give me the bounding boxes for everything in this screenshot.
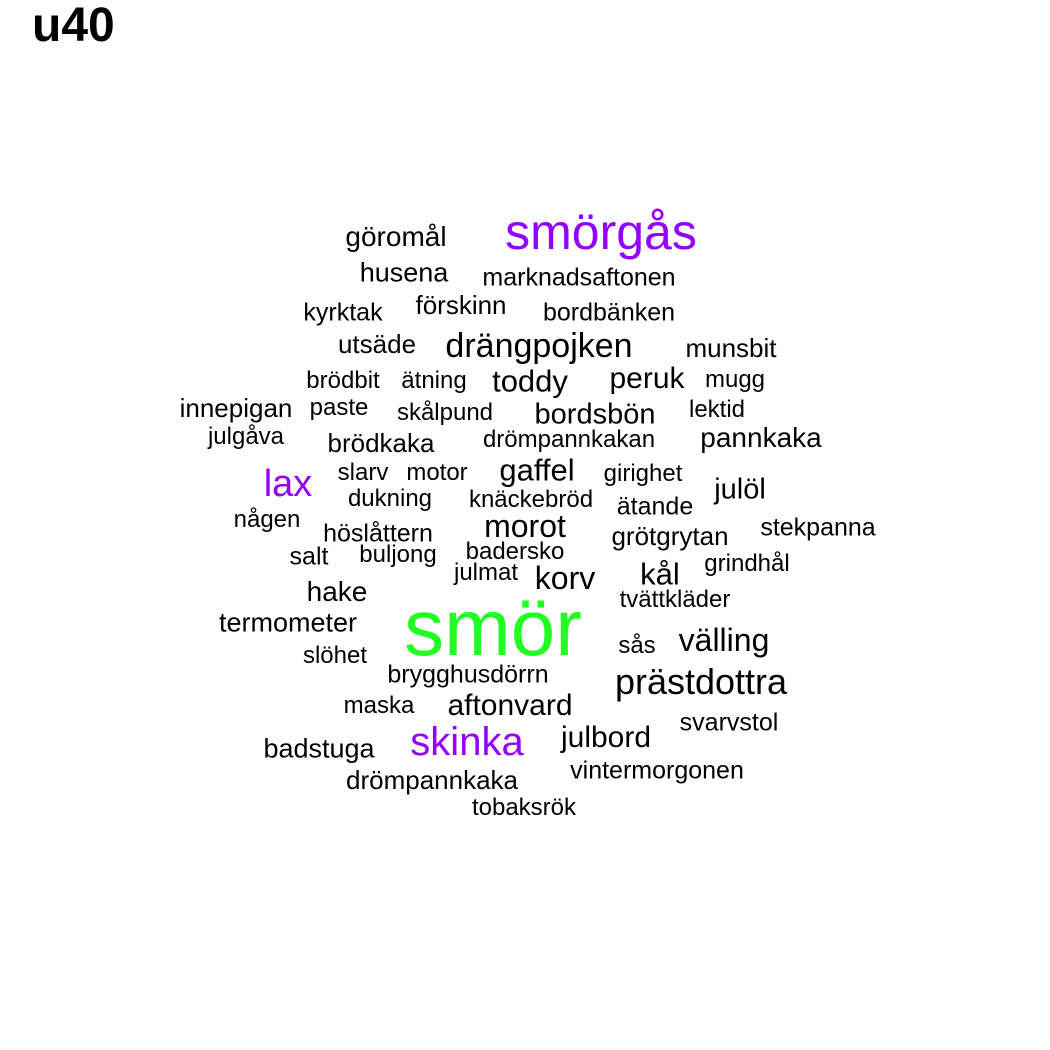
- cloud-word: drömpannkaka: [346, 765, 518, 795]
- cloud-word: toddy: [492, 363, 568, 399]
- cloud-word: julgåva: [207, 423, 285, 450]
- cloud-word: skinka: [410, 720, 524, 764]
- cloud-word: badstuga: [263, 733, 375, 764]
- cloud-word: maska: [343, 692, 415, 719]
- cloud-word: brödbit: [306, 367, 380, 394]
- cloud-word: smörgås: [505, 204, 697, 260]
- cloud-word: pannkaka: [700, 422, 822, 453]
- cloud-word: paste: [309, 394, 369, 421]
- cloud-word: höslåttern: [323, 519, 433, 548]
- cloud-word: brygghusdörrn: [387, 660, 549, 689]
- cloud-word: dukning: [347, 485, 433, 512]
- cloud-word: tobaksrök: [471, 794, 577, 821]
- cloud-word: marknadsaftonen: [482, 263, 676, 292]
- cloud-word: grindhål: [704, 550, 790, 577]
- cloud-word: lektid: [688, 396, 746, 423]
- cloud-word: julmat: [453, 559, 519, 586]
- cloud-word: motor: [406, 459, 468, 486]
- cloud-word: skålpund: [396, 399, 494, 426]
- cloud-word: drängpojken: [445, 327, 633, 365]
- cloud-word: prästdottra: [614, 661, 788, 702]
- cloud-word: brödkaka: [327, 428, 435, 458]
- cloud-word: knäckebröd: [468, 486, 594, 513]
- cloud-word: svarvstol: [679, 708, 779, 737]
- cloud-word: gaffel: [499, 452, 575, 488]
- cloud-word: sås: [618, 632, 656, 659]
- cloud-word: kål: [640, 556, 680, 592]
- cloud-word: korv: [534, 560, 596, 596]
- cloud-word: buljong: [359, 541, 437, 568]
- cloud-word: innepigan: [179, 393, 293, 423]
- cloud-word: drömpannkakan: [482, 426, 656, 453]
- cloud-word: slöhet: [302, 642, 368, 669]
- cloud-word: julöl: [714, 473, 766, 506]
- cloud-word: välling: [678, 622, 770, 658]
- cloud-word: salt: [289, 542, 329, 571]
- cloud-word: någen: [233, 506, 301, 533]
- cloud-word: göromål: [345, 221, 447, 252]
- cloud-word: utsäde: [337, 329, 417, 359]
- cloud-word: ätande: [616, 492, 694, 521]
- cloud-word: stekpanna: [760, 513, 876, 542]
- cloud-word: tvättkläder: [619, 586, 731, 613]
- cloud-word: mugg: [704, 366, 766, 393]
- cloud-word: slarv: [337, 459, 389, 486]
- cloud-word: badersko: [465, 538, 565, 565]
- cloud-word: grötgrytan: [611, 521, 729, 551]
- cloud-word: termometer: [218, 607, 358, 638]
- cloud-word: morot: [484, 508, 566, 544]
- cloud-word: julbord: [560, 721, 652, 754]
- cloud-word: smör: [404, 583, 582, 672]
- cloud-word: kyrktak: [303, 298, 383, 327]
- cloud-word: girighet: [603, 460, 683, 487]
- page-title: u40: [32, 0, 115, 52]
- cloud-word: ätning: [401, 367, 467, 394]
- cloud-word: aftonvard: [447, 689, 573, 722]
- cloud-word: husena: [359, 257, 449, 288]
- cloud-word: bordbänken: [542, 298, 676, 327]
- cloud-word: bordsbön: [534, 398, 656, 431]
- cloud-word: munsbit: [685, 333, 777, 363]
- cloud-word: hake: [306, 576, 368, 607]
- cloud-word: förskinn: [415, 290, 507, 320]
- cloud-word: peruk: [609, 362, 685, 395]
- cloud-word: vintermorgonen: [570, 756, 744, 785]
- cloud-word: lax: [263, 463, 313, 505]
